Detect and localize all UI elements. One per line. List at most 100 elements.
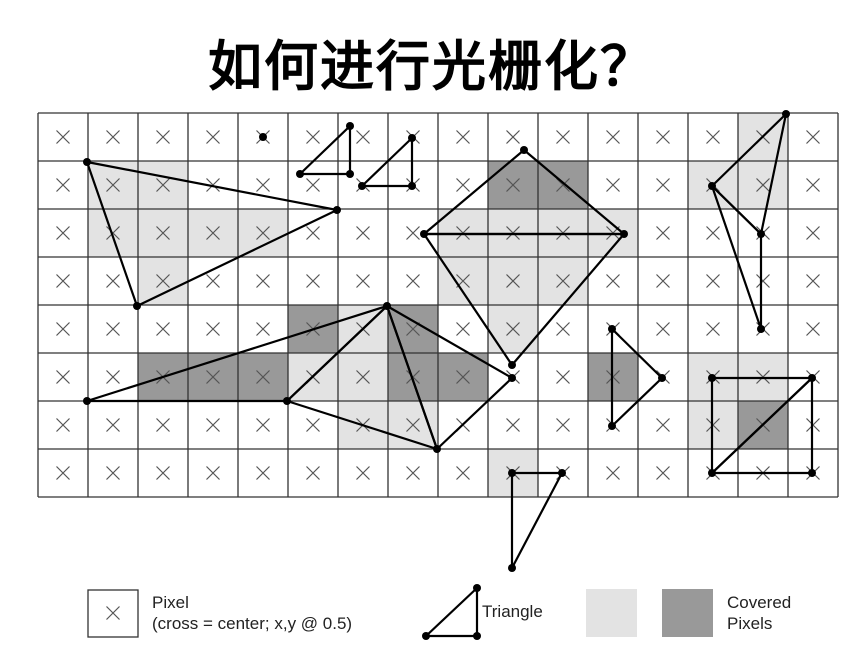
cross-icon	[256, 418, 270, 432]
cross-icon	[706, 226, 720, 240]
vertex-dot	[520, 146, 528, 154]
cross-icon	[356, 274, 370, 288]
page-title: 如何进行光栅化？	[208, 34, 656, 98]
cross-icon	[56, 178, 70, 192]
cross-icon	[706, 322, 720, 336]
cross-icon	[406, 274, 420, 288]
cross-icon	[806, 322, 820, 336]
vertex-dot	[133, 302, 141, 310]
cross-icon	[356, 130, 370, 144]
legend-covered-label: Covered	[727, 593, 792, 612]
vertex-dot	[473, 632, 481, 640]
cross-icon	[556, 274, 570, 288]
vertex-dot	[259, 133, 267, 141]
cross-icon	[606, 466, 620, 480]
cross-icon	[106, 466, 120, 480]
vertex-dot	[346, 170, 354, 178]
vertex-dot	[473, 584, 481, 592]
vertex-dot	[808, 374, 816, 382]
cross-icon	[606, 178, 620, 192]
cross-icon	[306, 274, 320, 288]
cross-icon	[106, 370, 120, 384]
cross-icon	[656, 418, 670, 432]
legend-covered-label-2: Pixels	[727, 614, 773, 633]
cross-icon	[206, 322, 220, 336]
cross-icon	[806, 130, 820, 144]
vertex-dot	[708, 182, 716, 190]
cross-icon	[156, 226, 170, 240]
cross-icon	[756, 178, 770, 192]
triangle	[610, 327, 664, 428]
cross-icon	[656, 466, 670, 480]
vertex-dot	[422, 632, 430, 640]
vertex-dot	[420, 230, 428, 238]
cross-icon	[306, 466, 320, 480]
vertex-dot	[333, 206, 341, 214]
cross-icon	[256, 178, 270, 192]
cross-icon	[56, 274, 70, 288]
cross-icon	[306, 226, 320, 240]
cross-icon	[156, 178, 170, 192]
cross-icon	[806, 178, 820, 192]
cross-icon	[456, 370, 470, 384]
triangle	[360, 136, 414, 188]
cross-icon	[56, 226, 70, 240]
cross-icon	[256, 274, 270, 288]
vertex-dot	[608, 325, 616, 333]
vertex-dot	[508, 374, 516, 382]
legend-triangle-icon	[423, 585, 479, 638]
cross-icon	[306, 178, 320, 192]
vertex-dot	[558, 469, 566, 477]
triangle	[710, 184, 763, 331]
cross-icon	[156, 418, 170, 432]
vertex-dot	[346, 122, 354, 130]
vertex-dot	[658, 374, 666, 382]
cross-icon	[656, 226, 670, 240]
vertex-dot	[508, 361, 516, 369]
vertex-dot	[508, 564, 516, 572]
triangles	[83, 110, 816, 572]
cross-icon	[106, 274, 120, 288]
vertex-dot	[283, 397, 291, 405]
cross-icon	[206, 370, 220, 384]
cross-icon	[106, 322, 120, 336]
cross-icon	[556, 322, 570, 336]
cross-icon	[606, 130, 620, 144]
cross-icon	[456, 130, 470, 144]
cross-icon	[506, 274, 520, 288]
cross-icon	[206, 130, 220, 144]
cross-icon	[706, 274, 720, 288]
vertex-dot	[608, 422, 616, 430]
cross-icon	[606, 274, 620, 288]
vertex-dot	[620, 230, 628, 238]
cross-icon	[656, 322, 670, 336]
vertex-dot	[383, 302, 391, 310]
cross-icon	[306, 130, 320, 144]
cross-icon	[256, 226, 270, 240]
legend-triangle-label: Triangle	[482, 602, 543, 621]
cross-icon	[406, 370, 420, 384]
cross-icon	[106, 606, 120, 620]
cross-icon	[506, 178, 520, 192]
cross-icon	[656, 274, 670, 288]
pixel-grid	[37, 112, 839, 498]
vertex-dot	[408, 182, 416, 190]
cross-icon	[206, 274, 220, 288]
cross-icon	[406, 466, 420, 480]
cross-icon	[656, 130, 670, 144]
vertex-dot	[433, 445, 441, 453]
cross-icon	[656, 178, 670, 192]
cross-icon	[406, 226, 420, 240]
cross-icon	[506, 322, 520, 336]
cross-icon	[306, 418, 320, 432]
legend-pixel-note: (cross = center; x,y @ 0.5)	[152, 614, 353, 633]
legend-light-swatch	[586, 589, 637, 637]
cross-icon	[206, 178, 220, 192]
triangle	[85, 160, 339, 308]
cross-icon	[256, 370, 270, 384]
cross-icon	[456, 178, 470, 192]
cross-icon	[56, 466, 70, 480]
cross-icon	[206, 226, 220, 240]
triangle	[710, 376, 814, 475]
